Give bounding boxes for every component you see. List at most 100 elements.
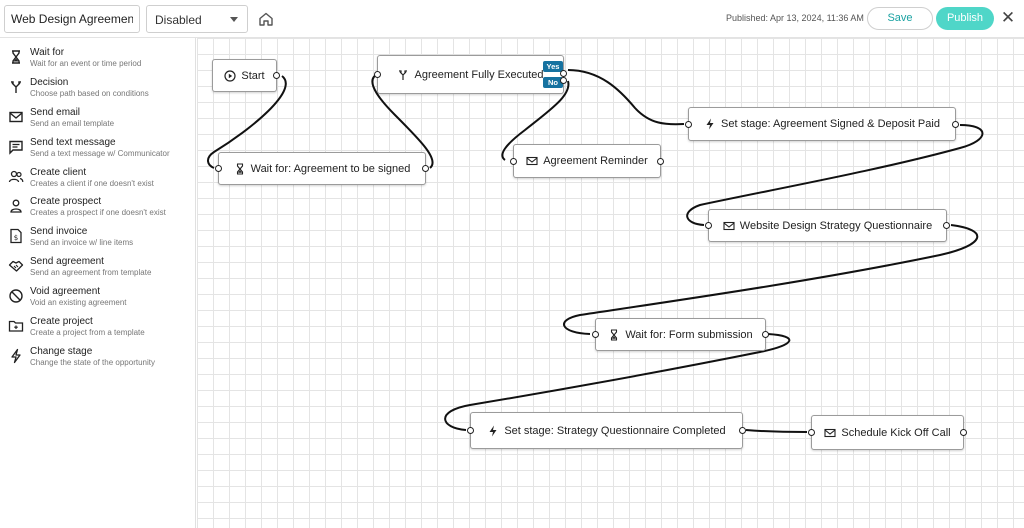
palette-item-desc: Change the state of the opportunity bbox=[30, 358, 155, 367]
node-agreement-reminder[interactable]: Agreement Reminder bbox=[510, 144, 664, 178]
palette-item-title: Send agreement bbox=[30, 256, 104, 267]
decision-yes-port[interactable] bbox=[560, 70, 567, 77]
palette-item-title: Change stage bbox=[30, 346, 93, 357]
palette-item-desc: Send a text message w/ Communicator bbox=[30, 149, 170, 158]
node-output-port[interactable] bbox=[739, 427, 746, 434]
home-icon[interactable] bbox=[256, 9, 276, 29]
node-wait-agreement-signed[interactable]: Wait for: Agreement to be signed bbox=[215, 152, 429, 185]
palette-item-title: Decision bbox=[30, 77, 69, 88]
node-label: Agreement Reminder bbox=[543, 155, 648, 167]
node-label: Set stage: Agreement Signed & Deposit Pa… bbox=[721, 118, 940, 130]
palette-item-void-agreement[interactable]: Void agreement Void an existing agreemen… bbox=[0, 286, 196, 315]
palette-item-title: Void agreement bbox=[30, 286, 101, 297]
decision-no-badge: No bbox=[543, 77, 563, 88]
envelope-icon bbox=[8, 109, 24, 125]
palette-item-desc: Send an agreement from template bbox=[30, 268, 152, 277]
node-output-port[interactable] bbox=[273, 72, 280, 79]
ban-icon bbox=[8, 288, 24, 304]
node-input-port[interactable] bbox=[374, 71, 381, 78]
node-input-port[interactable] bbox=[705, 222, 712, 229]
node-label: Website Design Strategy Questionnaire bbox=[739, 219, 933, 232]
node-output-port[interactable] bbox=[422, 165, 429, 172]
workflow-name-input[interactable] bbox=[4, 5, 140, 33]
status-select[interactable]: Disabled bbox=[146, 5, 248, 33]
palette-item-desc: Send an email template bbox=[30, 119, 115, 128]
play-icon bbox=[224, 69, 236, 82]
hourglass-icon bbox=[8, 49, 24, 65]
palette-item-create-project[interactable]: Create project Create a project from a t… bbox=[0, 316, 196, 345]
palette-item-send-email[interactable]: Send email Send an email template bbox=[0, 107, 196, 136]
node-strategy-questionnaire[interactable]: Website Design Strategy Questionnaire bbox=[705, 209, 950, 242]
svg-text:$: $ bbox=[14, 234, 18, 242]
palette-item-title: Send invoice bbox=[30, 226, 88, 237]
palette-item-desc: Creates a client if one doesn't exist bbox=[30, 179, 154, 188]
top-toolbar: Disabled Published: Apr 13, 2024, 11:36 … bbox=[0, 0, 1024, 38]
palette-item-desc: Choose path based on conditions bbox=[30, 89, 149, 98]
envelope-icon bbox=[723, 220, 735, 232]
save-button[interactable]: Save bbox=[867, 7, 933, 30]
palette-item-change-stage[interactable]: Change stage Change the state of the opp… bbox=[0, 346, 196, 375]
node-output-port[interactable] bbox=[762, 331, 769, 338]
decision-no-port[interactable] bbox=[560, 77, 567, 84]
palette-item-title: Wait for bbox=[30, 47, 65, 58]
node-input-port[interactable] bbox=[592, 331, 599, 338]
node-label: Schedule Kick Off Call bbox=[841, 426, 951, 439]
chevron-down-icon bbox=[230, 17, 238, 22]
palette-item-desc: Creates a prospect if one doesn't exist bbox=[30, 208, 166, 217]
palette-item-create-client[interactable]: Create client Creates a client if one do… bbox=[0, 167, 196, 196]
publish-button[interactable]: Publish bbox=[936, 7, 994, 30]
users-icon bbox=[8, 169, 24, 185]
node-output-port[interactable] bbox=[943, 222, 950, 229]
invoice-icon: $ bbox=[8, 228, 24, 244]
palette-item-desc: Send an invoice w/ line items bbox=[30, 238, 134, 247]
node-input-port[interactable] bbox=[215, 165, 222, 172]
fork-icon bbox=[397, 69, 409, 81]
lightning-icon bbox=[704, 118, 716, 130]
node-output-port[interactable] bbox=[960, 429, 967, 436]
status-select-value: Disabled bbox=[155, 13, 202, 27]
lightning-icon bbox=[487, 425, 499, 437]
message-icon bbox=[8, 139, 24, 155]
node-label: Wait for: Form submission bbox=[625, 328, 753, 341]
node-output-port[interactable] bbox=[952, 120, 959, 128]
lightning-icon bbox=[8, 348, 24, 364]
user-icon bbox=[8, 198, 24, 214]
node-label: Wait for: Agreement to be signed bbox=[250, 162, 411, 175]
node-wait-form-submission[interactable]: Wait for: Form submission bbox=[592, 318, 769, 351]
action-palette: Wait for Wait for an event or time perio… bbox=[0, 38, 196, 528]
node-set-stage-agreement-signed[interactable]: Set stage: Agreement Signed & Deposit Pa… bbox=[685, 107, 959, 141]
palette-item-create-prospect[interactable]: Create prospect Creates a prospect if on… bbox=[0, 196, 196, 225]
palette-item-desc: Wait for an event or time period bbox=[30, 59, 142, 68]
folder-icon bbox=[8, 318, 24, 334]
node-input-port[interactable] bbox=[685, 120, 692, 128]
palette-item-title: Create client bbox=[30, 167, 87, 178]
close-icon[interactable]: ✕ bbox=[1000, 8, 1016, 27]
palette-item-title: Send text message bbox=[30, 137, 116, 148]
node-set-stage-questionnaire-completed[interactable]: Set stage: Strategy Questionnaire Comple… bbox=[467, 412, 746, 449]
envelope-icon bbox=[526, 155, 538, 167]
published-timestamp: Published: Apr 13, 2024, 11:36 AM bbox=[726, 13, 864, 23]
palette-item-send-text-message[interactable]: Send text message Send a text message w/… bbox=[0, 137, 196, 166]
hourglass-icon bbox=[608, 328, 620, 341]
palette-item-desc: Create a project from a template bbox=[30, 328, 145, 337]
node-label: Set stage: Strategy Questionnaire Comple… bbox=[504, 424, 726, 437]
node-label: Start bbox=[241, 69, 265, 82]
node-agreement-fully-executed[interactable]: Agreement Fully Executed Yes No bbox=[374, 55, 567, 94]
node-label: Agreement Fully Executed bbox=[414, 68, 544, 81]
node-input-port[interactable] bbox=[510, 157, 517, 165]
palette-item-title: Create project bbox=[30, 316, 93, 327]
node-start[interactable]: Start bbox=[212, 59, 280, 92]
palette-item-send-invoice[interactable]: $ Send invoice Send an invoice w/ line i… bbox=[0, 226, 196, 255]
handshake-icon bbox=[8, 258, 24, 274]
node-input-port[interactable] bbox=[808, 429, 815, 436]
palette-item-decision[interactable]: Decision Choose path based on conditions bbox=[0, 77, 196, 106]
node-input-port[interactable] bbox=[467, 427, 474, 434]
hourglass-icon bbox=[234, 162, 246, 175]
palette-item-title: Create prospect bbox=[30, 196, 102, 207]
fork-icon bbox=[8, 79, 24, 95]
node-output-port[interactable] bbox=[657, 157, 664, 165]
palette-item-wait-for[interactable]: Wait for Wait for an event or time perio… bbox=[0, 47, 196, 76]
envelope-icon bbox=[824, 427, 836, 439]
node-schedule-kick-off-call[interactable]: Schedule Kick Off Call bbox=[808, 415, 967, 450]
palette-item-send-agreement[interactable]: Send agreement Send an agreement from te… bbox=[0, 256, 196, 285]
